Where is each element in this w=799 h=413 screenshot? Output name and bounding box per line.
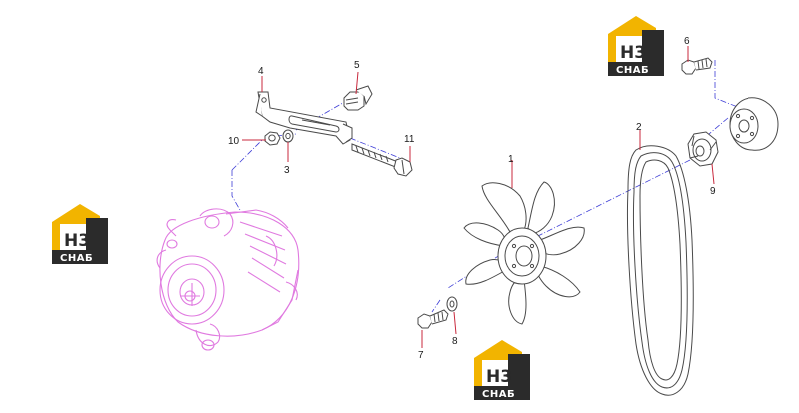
fan-1-drawing — [463, 181, 585, 325]
watermark-logo-left: H3 СНАБ — [52, 204, 108, 264]
callout-11: 11 — [404, 134, 415, 145]
watermark-logo-top-right: H3 СНАБ — [608, 16, 664, 76]
bolt-7-drawing — [417, 309, 449, 329]
pulley-drawing — [729, 97, 779, 151]
logo-text-top: H3 — [620, 43, 646, 63]
bolt-5-drawing — [343, 85, 373, 111]
belt-2-drawing — [626, 145, 694, 396]
callout-10: 10 — [228, 136, 240, 147]
washer-8-drawing — [446, 296, 458, 312]
callout-9: 9 — [710, 186, 716, 197]
callout-8: 8 — [452, 336, 458, 347]
leader-lines — [242, 46, 715, 348]
alternator-drawing — [156, 208, 300, 351]
logo-text-bottom: СНАБ — [60, 253, 93, 264]
logo-text-top: H3 — [64, 231, 90, 251]
watermark-logo-bottom: H3 СНАБ — [474, 340, 530, 400]
logo-text-bottom: СНАБ — [482, 389, 515, 400]
bolt-6-drawing — [681, 57, 713, 75]
spacer-9-drawing — [687, 131, 719, 167]
logo-text-top: H3 — [486, 367, 512, 387]
callout-7: 7 — [418, 350, 424, 361]
washer-3-drawing — [282, 129, 294, 143]
callout-labels: 1 2 3 4 5 6 7 8 9 10 11 — [228, 36, 716, 361]
callout-5: 5 — [354, 60, 360, 71]
nut-10-drawing — [264, 131, 281, 146]
callout-6: 6 — [684, 36, 690, 47]
bracket-drawing — [255, 91, 353, 145]
callout-3: 3 — [284, 165, 290, 176]
bolt-11-drawing — [351, 143, 413, 177]
logo-text-bottom: СНАБ — [616, 65, 649, 76]
callout-2: 2 — [636, 122, 642, 133]
callout-1: 1 — [508, 154, 514, 165]
callout-4: 4 — [258, 66, 264, 77]
